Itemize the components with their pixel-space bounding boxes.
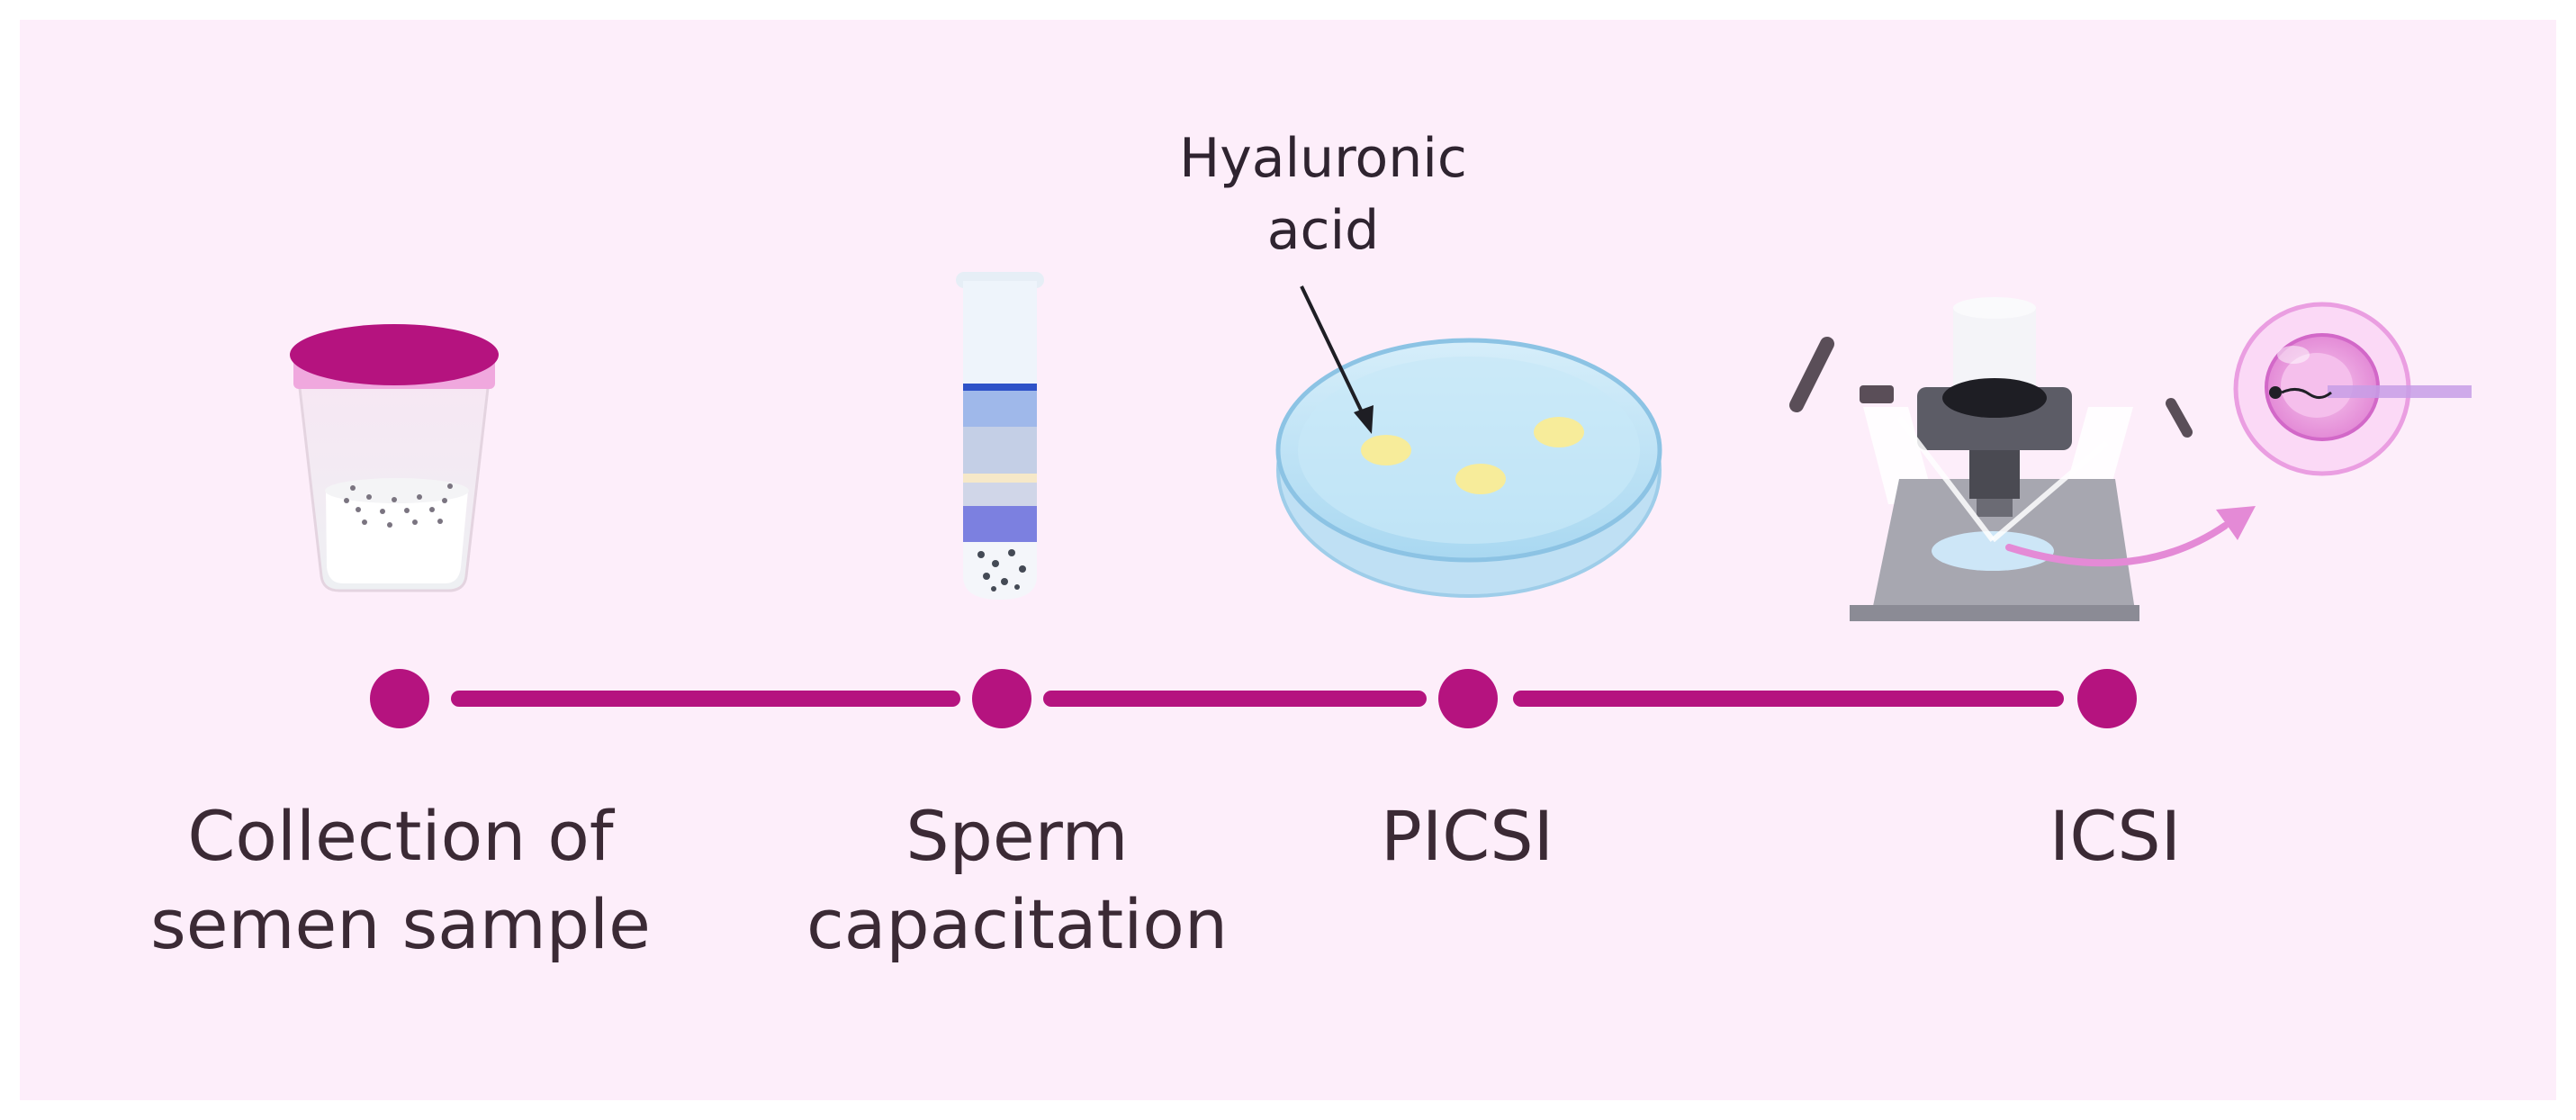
timeline-node-sperm-capacitation: [972, 669, 1031, 728]
stage-label-sperm-capacitation: Sperm capacitation: [806, 796, 1229, 964]
stage-label-collection: Collection of semen sample: [150, 796, 651, 964]
stage-label-picsi: PICSI: [1381, 796, 1554, 876]
petri-dish-icon: [1275, 338, 1662, 598]
hyaluronic-acid-drop: [1534, 417, 1584, 447]
hyaluronic-acid-drop: [1455, 464, 1506, 494]
timeline-node-picsi: [1438, 669, 1498, 728]
annotation-arrow: [1300, 285, 1374, 434]
test-tube-icon: [956, 272, 1044, 600]
hyaluronic-acid-drop: [1361, 435, 1411, 465]
hyaluronic-acid-label: Hyaluronic acid: [1179, 127, 1467, 262]
stage-label-icsi: ICSI: [2049, 796, 2182, 876]
microscope-icon: [1789, 297, 2193, 621]
injection-pipette: [2328, 385, 2472, 398]
oocyte-icon: [2233, 302, 2472, 476]
timeline-node-collection: [370, 669, 429, 728]
curved-arrow: [2005, 506, 2256, 567]
timeline-node-icsi: [2077, 669, 2137, 728]
timeline: [370, 669, 2137, 728]
specimen-cup-icon: [290, 324, 499, 592]
